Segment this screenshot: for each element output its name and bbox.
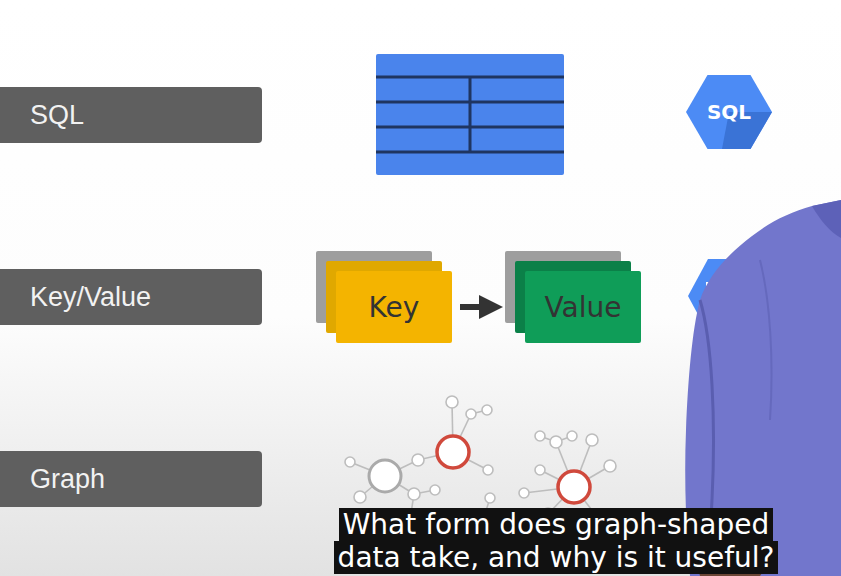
drawing-part — [586, 434, 598, 446]
drawing-part — [482, 405, 492, 415]
drawing-part — [345, 457, 355, 467]
drawing-part — [408, 488, 420, 500]
table-icon — [376, 54, 564, 175]
drawing-part — [519, 488, 529, 498]
drawing-part — [604, 460, 616, 472]
drawing-part — [376, 54, 564, 175]
drawing-part — [446, 396, 458, 408]
category-label: Graph — [0, 464, 105, 495]
drawing-part — [466, 409, 476, 419]
node-label: SQL — [686, 71, 772, 153]
drawing-part — [760, 260, 772, 420]
drawing-part — [469, 77, 472, 152]
node-label: Key — [336, 271, 452, 343]
drawing-part — [558, 471, 590, 503]
category-bar: Key/Value — [0, 269, 262, 325]
drawing-part — [812, 200, 841, 238]
drawing-part — [485, 493, 495, 503]
drawing-part — [483, 465, 493, 475]
node-label: Value — [525, 271, 641, 343]
category-label: Key/Value — [0, 282, 151, 313]
drawing-part — [535, 431, 545, 441]
category-bar: SQL — [0, 87, 262, 143]
drawing-part — [376, 77, 564, 152]
arrow-connector — [460, 304, 497, 310]
key-card: Key — [316, 251, 452, 343]
category-bar: Graph — [0, 451, 262, 507]
drawing-part — [550, 436, 562, 448]
product-icon: SQL — [686, 71, 772, 153]
drawing-part — [354, 491, 366, 503]
drawing-part — [567, 431, 577, 441]
drawing-part — [535, 465, 545, 475]
drawing-part — [369, 460, 401, 492]
drawing-part — [437, 436, 469, 468]
value-card: Value — [505, 251, 641, 343]
card-shape — [525, 271, 641, 343]
card-shape — [336, 271, 452, 343]
subtitle: What form does graph-shaped data take, a… — [321, 508, 791, 574]
subtitle-text: What form does graph-shaped data take, a… — [334, 508, 779, 574]
drawing-part — [430, 485, 440, 495]
category-label: SQL — [0, 100, 84, 131]
drawing-part — [412, 454, 424, 466]
